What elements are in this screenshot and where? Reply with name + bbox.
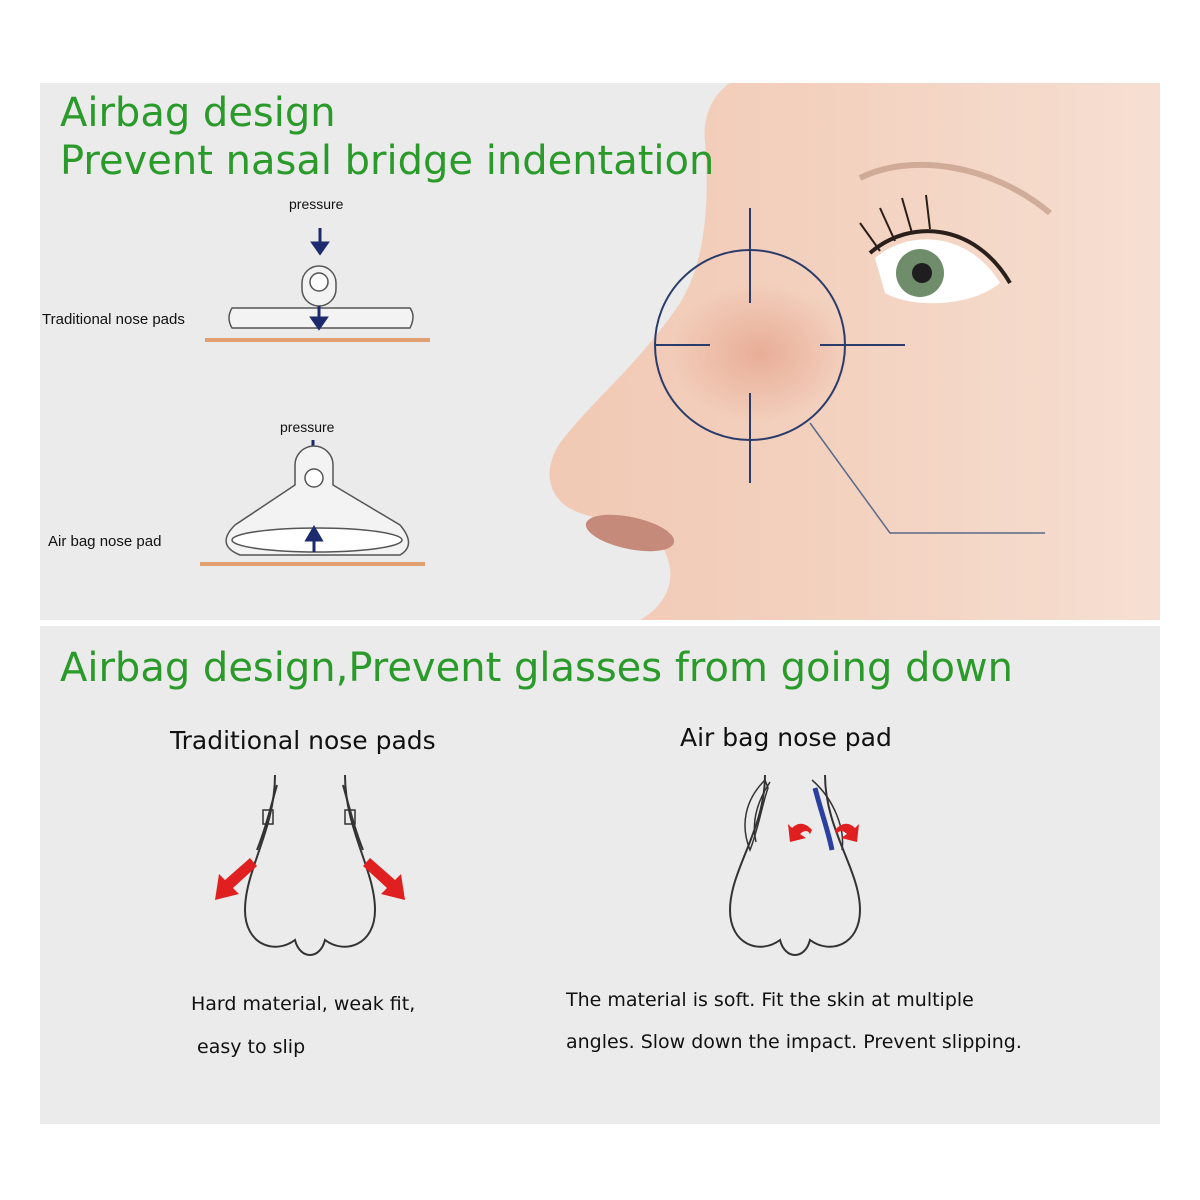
pressure-arrow-down-icon (310, 228, 330, 256)
traditional-pad-diagram (205, 228, 430, 342)
bottom-panel (40, 626, 1160, 1124)
traditional-pressure-label: pressure (289, 196, 344, 212)
bottom-headline: Airbag design,Prevent glasses from going… (60, 645, 1013, 691)
support-arrow-up-icon (304, 525, 324, 552)
airbag-pad-diagram (200, 440, 425, 566)
airbag-pad-blue (812, 787, 835, 851)
top-headline-1: Airbag design (60, 90, 336, 136)
airbag-pressure-label: pressure (280, 419, 335, 435)
cushion-arrow-right-icon (835, 823, 859, 842)
traditional-nose-illustration (215, 774, 405, 956)
right-caption-line-1: The material is soft. Fit the skin at mu… (566, 989, 974, 1011)
face-illustration (549, 83, 1160, 620)
airbag-nose-illustration (728, 774, 862, 956)
left-caption-line-2: easy to slip (197, 1036, 306, 1058)
left-caption-line-1: Hard material, weak fit, (191, 993, 416, 1015)
cushion-arrow-left-icon (788, 823, 812, 842)
left-column-title: Traditional nose pads (170, 726, 436, 755)
right-column-title: Air bag nose pad (680, 723, 892, 752)
right-caption-line-2: angles. Slow down the impact. Prevent sl… (566, 1031, 1022, 1053)
top-headline-2: Prevent nasal bridge indentation (60, 138, 715, 184)
airbag-pad-label: Air bag nose pad (48, 533, 162, 550)
compression-arrow-down-icon (309, 306, 329, 331)
traditional-pad-label: Traditional nose pads (42, 311, 185, 328)
slip-arrow-right-icon (363, 858, 405, 900)
slip-arrow-left-icon (215, 858, 257, 900)
